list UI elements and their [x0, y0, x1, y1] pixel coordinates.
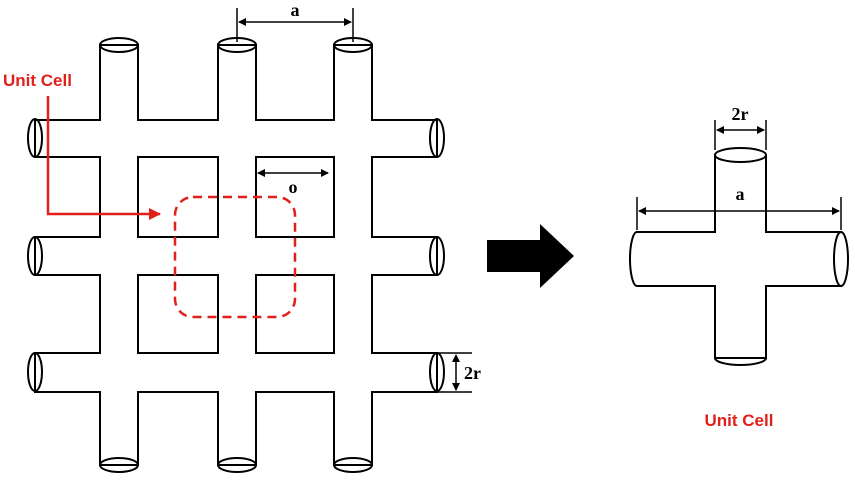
unit-cell-outline — [637, 155, 841, 359]
unit-cell-shape — [629, 147, 849, 366]
dimension-a-unit — [636, 197, 842, 230]
dimension-a-top — [236, 8, 354, 42]
label-o: o — [289, 177, 298, 197]
unit-cell-label-left: Unit Cell — [3, 71, 72, 90]
rod-end-bottom-1 — [99, 457, 139, 473]
rod-end-right-2 — [429, 236, 445, 276]
mesh-outline — [34, 44, 438, 466]
rod-end-left-2 — [27, 236, 43, 276]
opening-1 — [137, 156, 219, 238]
unit-cell-highlight — [173, 195, 297, 319]
opening-3 — [137, 274, 219, 354]
label-a-top: a — [291, 0, 300, 20]
unit-cell-pointer — [46, 96, 161, 220]
mesh-grid — [27, 37, 445, 473]
unit-cell-left-end — [629, 231, 638, 287]
rod-end-bottom-3 — [333, 457, 373, 473]
rod-end-left-1 — [27, 118, 43, 158]
rod-end-left-3 — [27, 352, 43, 392]
unit-cell-caption: Unit Cell — [705, 411, 774, 430]
dimension-2r-unit — [714, 120, 767, 150]
transform-arrow — [487, 224, 574, 288]
label-2r-unit: 2r — [732, 104, 749, 124]
dimension-2r-side — [437, 352, 472, 393]
rod-end-right-1 — [429, 118, 445, 158]
label-2r-side: 2r — [464, 363, 481, 383]
unit-cell-top-end — [714, 147, 767, 163]
unit-cell-right-end — [833, 231, 849, 287]
rod-end-bottom-2 — [217, 457, 257, 473]
rod-end-top-1 — [99, 37, 139, 53]
unit-cell-bottom-end — [714, 357, 767, 366]
label-a-unit: a — [736, 184, 745, 204]
